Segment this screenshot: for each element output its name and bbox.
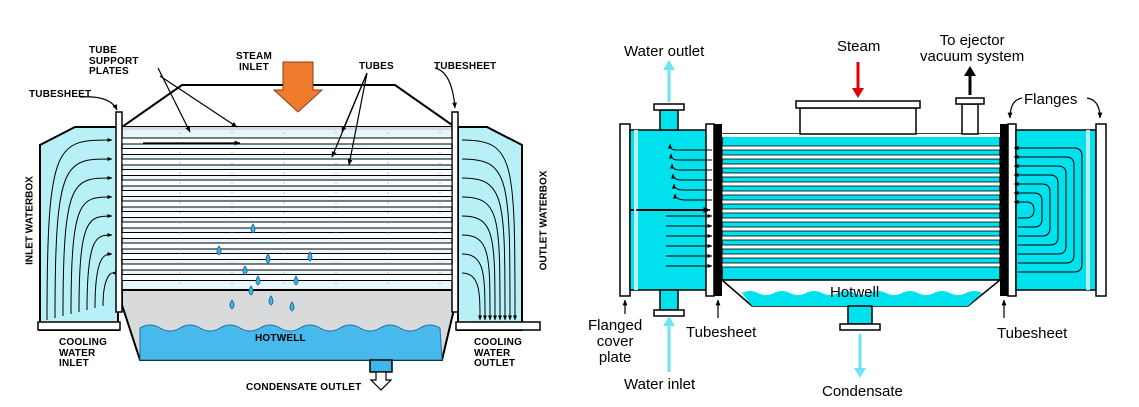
label-tube-support-plates: TUBE SUPPORT PLATES xyxy=(89,45,139,77)
tube-r xyxy=(721,253,1001,259)
label-outlet-waterbox: OUTLET WATERBOX xyxy=(538,170,550,271)
tube xyxy=(121,274,453,281)
water-flow-arrows-right xyxy=(1013,146,1083,273)
water-inlet-pipe xyxy=(659,289,679,311)
label-flanges: Flanges xyxy=(1024,91,1078,108)
flanged-cover-plate-r xyxy=(1095,123,1107,297)
label-steam-inlet: STEAM INLET xyxy=(236,51,272,73)
tubesheet-left xyxy=(115,111,123,313)
droplet xyxy=(229,299,235,310)
label-water-outlet: Water outlet xyxy=(624,43,705,60)
tubesheet-right-r xyxy=(1000,124,1008,296)
label-flanged-cover-plate: Flanged cover plate xyxy=(588,317,643,366)
tube xyxy=(121,158,453,166)
tube-r xyxy=(721,145,1001,151)
label-cooling-water-inlet: COOLING WATER INLET xyxy=(59,337,108,369)
label-condensate: Condensate xyxy=(822,383,903,400)
condensate-droplets xyxy=(216,223,313,312)
right-condenser xyxy=(619,60,1107,378)
tube-r xyxy=(721,190,1001,196)
tube-r xyxy=(721,154,1001,160)
label-tubesheet-right: TUBESHEET xyxy=(434,61,497,72)
tube xyxy=(121,148,453,155)
label-steam: Steam xyxy=(837,38,881,55)
outlet-flow-arrows xyxy=(461,139,517,321)
droplet xyxy=(265,253,271,264)
water-flow-arrows-left xyxy=(636,143,713,268)
tube xyxy=(121,179,453,187)
tube-r xyxy=(721,235,1001,241)
label-hotwell: HOTWELL xyxy=(255,333,306,344)
label-inlet-waterbox: INLET WATERBOX xyxy=(24,176,36,265)
label-tubesheet-right-r: Tubesheet xyxy=(997,325,1068,342)
label-tubesheet-left: TUBESHEET xyxy=(29,89,92,100)
inlet-flow-arrows xyxy=(46,138,117,321)
tube-bank xyxy=(121,132,453,290)
label-hotwell-r: Hotwell xyxy=(830,284,880,301)
external-arrows xyxy=(663,60,976,378)
label-tubesheet-left-r: Tubesheet xyxy=(686,324,757,341)
tube-bank-r xyxy=(721,145,1001,268)
leader-lines-left xyxy=(79,67,457,166)
label-to-ejector: To ejector vacuum system xyxy=(920,32,1025,65)
droplet xyxy=(216,245,222,256)
flanged-cover-plate xyxy=(619,123,631,297)
droplet xyxy=(268,295,274,306)
tube xyxy=(121,190,453,197)
tube xyxy=(121,200,453,208)
tube-r xyxy=(721,217,1001,223)
leader-lines-right xyxy=(622,97,1103,318)
tube-r xyxy=(721,181,1001,187)
tube xyxy=(121,242,453,250)
tube xyxy=(121,232,453,239)
label-cooling-water-outlet: COOLING WATER OUTLET xyxy=(474,337,523,369)
condensate-arrow-icon xyxy=(369,371,393,391)
tube-r xyxy=(721,172,1001,178)
water-outlet-pipe xyxy=(659,109,679,131)
droplet xyxy=(307,251,313,262)
tube xyxy=(121,263,453,271)
droplet xyxy=(289,301,295,312)
droplet xyxy=(242,265,248,276)
tube xyxy=(121,211,453,218)
tube-r xyxy=(721,199,1001,205)
tube-r xyxy=(721,244,1001,250)
tube-r xyxy=(721,208,1001,214)
tubesheet-right xyxy=(451,111,459,313)
droplet xyxy=(250,223,256,234)
condensate-outlet-pipe xyxy=(369,359,393,373)
tube xyxy=(121,221,453,229)
label-tubes: TUBES xyxy=(359,61,394,72)
droplet xyxy=(255,275,261,286)
label-condensate-outlet: CONDENSATE OUTLET xyxy=(246,382,362,393)
tubesheet-left-r xyxy=(714,124,722,296)
droplet xyxy=(248,285,254,296)
tube-r xyxy=(721,226,1001,232)
tube xyxy=(121,253,453,260)
tube xyxy=(121,137,453,145)
left-condenser xyxy=(37,61,541,391)
tube xyxy=(121,169,453,176)
tube-r xyxy=(721,163,1001,169)
droplet xyxy=(293,275,299,286)
tube-r xyxy=(721,262,1001,268)
steam-inlet-arrow-icon xyxy=(272,61,324,113)
label-water-inlet: Water inlet xyxy=(624,376,696,393)
